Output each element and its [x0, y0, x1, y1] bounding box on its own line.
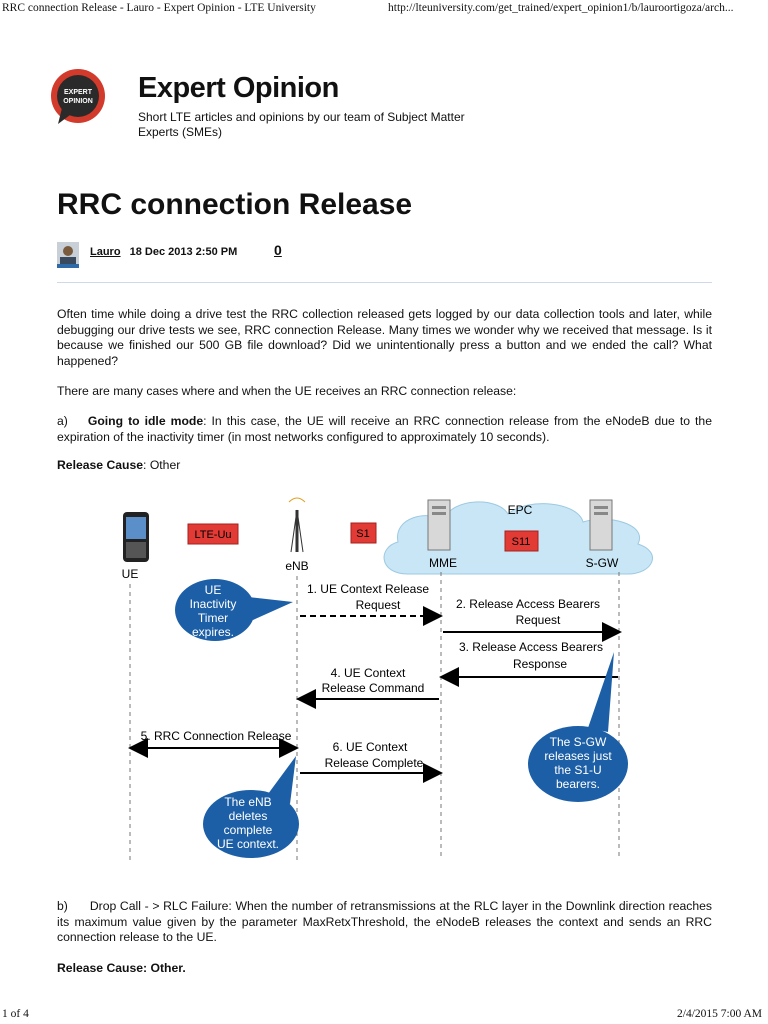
lte-uu-tag: [187, 523, 239, 545]
sgw-bubble-line1: The S-GW: [550, 735, 607, 749]
case-a-paragraph: a) Going to idle mode: In this case, the …: [57, 414, 712, 445]
msg-1-line1: 1. UE Context Release: [307, 582, 429, 596]
expert-opinion-logo-icon: EXPERT OPINION: [51, 69, 105, 124]
cases-intro: There are many cases where and when the …: [57, 384, 517, 398]
enb-bubble-line4: UE context.: [217, 837, 279, 851]
rrc-release-sequence-diagram: EPC UE LTE-Uu eNB S1 MME S11 S-GW 1. UE …: [122, 497, 653, 860]
print-timestamp: 2/4/2015 7:00 AM: [677, 1008, 762, 1020]
s11-tag: [504, 530, 539, 552]
ue-timer-bubble: UE Inactivity Timer expires.: [175, 579, 293, 641]
section-subtitle: Short LTE articles and opinions by our t…: [138, 110, 465, 139]
article-title: RRC connection Release: [57, 188, 413, 221]
intro-paragraph: Often time while doing a drive test the …: [57, 307, 712, 368]
ue-bubble-line1: UE: [205, 583, 222, 597]
case-b-paragraph: b)Drop Call - > RLC Failure: When the nu…: [57, 899, 712, 946]
sgw-server-icon: [589, 499, 613, 551]
enb-bubble-line2: deletes: [229, 809, 268, 823]
msg-6-line1: 6. UE Context: [333, 740, 408, 754]
case-a-text: : In this case, the UE will receive an R…: [57, 414, 712, 444]
divider: [57, 282, 712, 283]
case-a-heading: Going to idle mode: [87, 414, 204, 428]
sgw-label: S-GW: [586, 556, 619, 570]
msg-2-line1: 2. Release Access Bearers: [456, 597, 600, 611]
ue-bubble-line3: Timer: [198, 611, 228, 625]
enb-label: eNB: [285, 559, 308, 573]
logo-line-1: EXPERT: [64, 89, 93, 96]
author-avatar[interactable]: [57, 242, 79, 268]
enb-antenna-icon: [288, 497, 306, 553]
case-a-marker: a): [57, 414, 68, 428]
msg-3-line1: 3. Release Access Bearers: [459, 640, 603, 654]
mme-server-icon: [427, 499, 451, 551]
msg-4-line2: Release Command: [322, 681, 425, 695]
ue-bubble-line2: Inactivity: [190, 597, 237, 611]
section-title: Expert Opinion: [138, 72, 339, 104]
print-header: RRC connection Release - Lauro - Expert …: [0, 0, 768, 20]
page-url[interactable]: http://lteuniversity.com/get_trained/exp…: [388, 2, 734, 14]
enb-bubble-line3: complete: [224, 823, 273, 837]
case-b-marker: b): [57, 899, 68, 913]
enb-bubble-line1: The eNB: [224, 795, 271, 809]
sgw-bubble-line4: bearers.: [556, 777, 600, 791]
sgw-bubble-line2: releases just: [544, 749, 612, 763]
msg-2-line2: Request: [516, 613, 561, 627]
s11-label: S11: [512, 536, 531, 548]
msg-3-line2: Response: [513, 657, 567, 671]
ue-phone-icon: [123, 512, 149, 562]
lte-uu-label: LTE-Uu: [194, 529, 231, 541]
msg-4-line1: 4. UE Context: [331, 666, 406, 680]
ue-label: UE: [122, 567, 139, 581]
enb-context-bubble: The eNB deletes complete UE context.: [203, 756, 299, 858]
browser-page-title: RRC connection Release - Lauro - Expert …: [2, 2, 316, 14]
sgw-bearer-bubble: The S-GW releases just the S1-U bearers.: [528, 652, 628, 802]
msg-6-line2: Release Complete: [325, 756, 424, 770]
author-link[interactable]: Lauro: [90, 246, 121, 258]
page-number: 1 of 4: [2, 1008, 29, 1020]
post-date: 18 Dec 2013 2:50 PM: [129, 246, 238, 258]
logo-line-2: OPINION: [63, 98, 93, 105]
epc-label: EPC: [508, 503, 533, 517]
msg-1-line2: Request: [356, 598, 401, 612]
ue-bubble-line4: expires.: [192, 625, 234, 639]
s1-tag: [350, 522, 377, 544]
s1-label: S1: [356, 528, 369, 540]
msg-5-label: 5. RRC Connection Release: [141, 729, 292, 743]
case-b-text: Drop Call - > RLC Failure: When the numb…: [57, 899, 712, 944]
release-cause-a-label: Release Cause: [57, 458, 144, 472]
release-cause-a: Release Cause: Other: [57, 458, 712, 474]
mme-label: MME: [429, 556, 457, 570]
sgw-bubble-line3: the S1-U: [554, 763, 601, 777]
byline: Lauro 18 Dec 2013 2:50 PM: [90, 246, 237, 258]
release-cause-a-value: : Other: [143, 458, 181, 472]
release-cause-b: Release Cause: Other.: [57, 961, 712, 977]
comment-count-link[interactable]: 0: [274, 242, 282, 258]
release-cause-b-label: Release Cause: Other.: [57, 961, 186, 975]
